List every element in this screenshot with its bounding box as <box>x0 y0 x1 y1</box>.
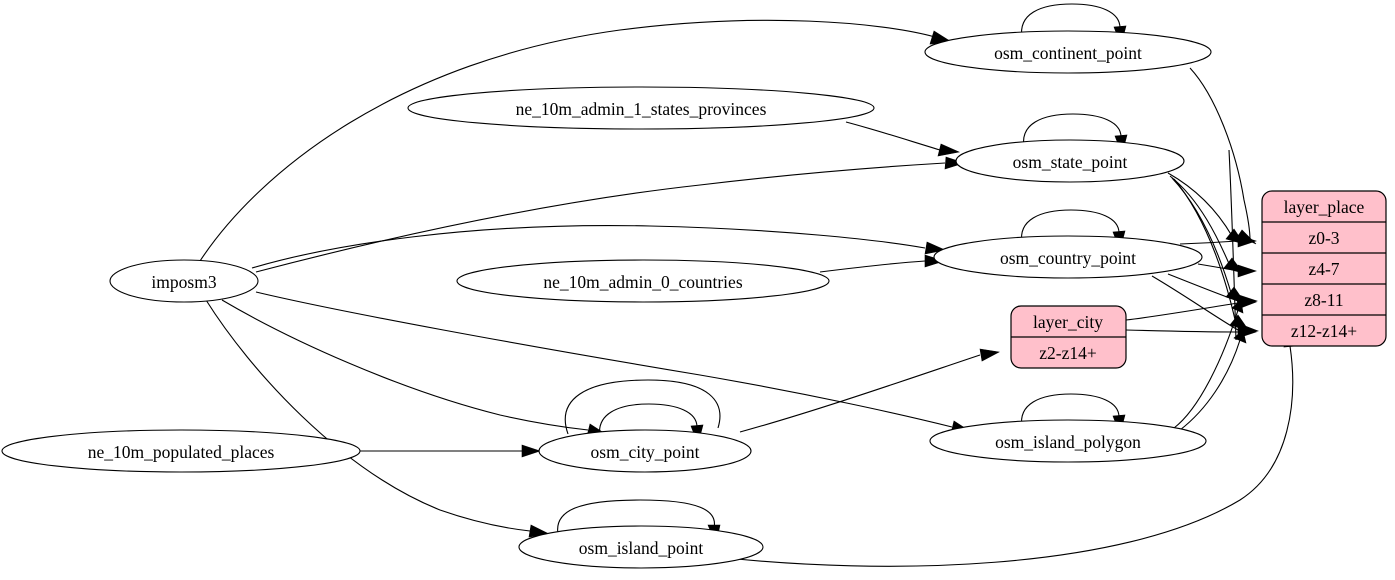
edge-osm_island_point-to-layer_place-z12-z14+ <box>717 345 1294 567</box>
node-osm_island_point[interactable]: osm_island_point <box>518 525 764 569</box>
arrowhead <box>979 348 1000 362</box>
node-label: osm_island_polygon <box>995 432 1141 452</box>
node-ellipse[interactable] <box>456 259 830 303</box>
node-osm_country_point[interactable]: osm_country_point <box>933 235 1203 279</box>
edge-imposm3-to-osm_city_point <box>221 299 589 431</box>
edge-self-osm_state_point <box>1023 113 1122 148</box>
edge-ne_states-to-osm_state_point <box>845 121 941 151</box>
edge-self-osm_continent_point <box>1021 3 1121 39</box>
edge-imposm3-to-osm_continent_point <box>199 19 936 262</box>
edge-layer_city-to-layer_place-z8-11 <box>1125 302 1239 321</box>
node-label: osm_state_point <box>1013 152 1128 172</box>
edge-osm_state_point-to-layer_place-z8-11 <box>1171 177 1233 297</box>
edge-osm_state_point-to-layer_place-z0-3 <box>1167 172 1233 237</box>
arrowhead <box>1237 234 1257 248</box>
record-row-z2-z14plus[interactable]: z2-z14+ <box>1039 343 1097 363</box>
nodes-layer: imposm3 ne_10m_admin_1_states_provinces … <box>1 30 1387 569</box>
edge-osm_country_point-to-layer_place-z4-7 <box>1197 263 1239 272</box>
node-label: ne_10m_admin_0_countries <box>543 272 742 292</box>
arrowhead <box>1231 299 1244 314</box>
record-box[interactable] <box>1261 190 1387 347</box>
node-ellipse[interactable] <box>924 30 1212 74</box>
node-ellipse[interactable] <box>109 259 259 303</box>
node-label: osm_island_point <box>579 538 704 558</box>
record-row-z12-z14plus[interactable]: z12-z14+ <box>1291 321 1357 341</box>
record-title-layer_city: layer_city <box>1033 312 1103 332</box>
edge-layer_city-to-layer_place-z12-z14+ <box>1125 329 1239 333</box>
node-osm_island_polygon[interactable]: osm_island_polygon <box>929 419 1207 463</box>
edge-osm_city_point-to-layer_city-z2-z14+ <box>739 354 981 433</box>
record-title-layer_place: layer_place <box>1284 197 1365 217</box>
edge-self-osm_city_point-outer <box>564 379 721 435</box>
edge-ne_countries-to-osm_country_point <box>819 260 926 273</box>
node-osm_city_point[interactable]: osm_city_point <box>538 429 752 473</box>
edge-self-osm_city_point <box>599 403 698 438</box>
node-ellipse[interactable] <box>933 235 1203 279</box>
record-row-z8-11[interactable]: z8-11 <box>1304 290 1343 310</box>
edge-self-osm_island_polygon <box>1021 393 1120 428</box>
node-ellipse[interactable] <box>955 139 1185 183</box>
node-ne_10m_admin_0_countries[interactable]: ne_10m_admin_0_countries <box>456 259 830 303</box>
edge-imposm3-to-osm_state_point <box>255 162 946 273</box>
node-ellipse[interactable] <box>1 429 361 473</box>
edges-layer <box>199 3 1297 567</box>
edge-osm_island_polygon-to-layer_place-z12-z14+ <box>1179 339 1241 431</box>
node-ellipse[interactable] <box>538 429 752 473</box>
arrowhead <box>1237 264 1257 278</box>
node-osm_continent_point[interactable]: osm_continent_point <box>924 30 1212 74</box>
node-ellipse[interactable] <box>518 525 764 569</box>
node-label: ne_10m_admin_1_states_provinces <box>516 99 767 119</box>
node-ne_10m_populated_places[interactable]: ne_10m_populated_places <box>1 429 361 473</box>
edge-imposm3-to-osm_island_polygon <box>255 291 953 428</box>
edge-continent-vertical-guide <box>1228 149 1237 341</box>
node-ellipse[interactable] <box>407 86 875 130</box>
node-layer_city[interactable]: layer_city z2-z14+ <box>1010 305 1127 369</box>
edge-osm_state_point-to-layer_place-z12-z14+ <box>1173 178 1237 325</box>
edge-osm_continent_point-to-layer_place-z0-3 <box>1189 67 1251 241</box>
node-label: osm_continent_point <box>994 43 1142 63</box>
node-imposm3[interactable]: imposm3 <box>109 259 259 303</box>
arrowhead <box>937 143 960 157</box>
node-label: imposm3 <box>151 272 216 292</box>
node-ne_10m_admin_1_states_provinces[interactable]: ne_10m_admin_1_states_provinces <box>407 86 875 130</box>
edge-osm_state_point-to-layer_place-z4-7 <box>1169 175 1231 267</box>
node-label: osm_country_point <box>1000 248 1136 268</box>
arrowhead <box>521 444 541 458</box>
edge-osm_country_point-to-layer_place-z12-z14+ <box>1151 275 1239 331</box>
record-row-z4-7[interactable]: z4-7 <box>1308 259 1339 279</box>
edge-self-osm_country_point <box>1021 209 1120 244</box>
node-layer_place[interactable]: layer_place z0-3 z4-7 z8-11 z12-z14+ <box>1261 190 1387 347</box>
arrowhead <box>944 156 965 170</box>
edge-osm_country_point-to-layer_place-z0-3 <box>1179 240 1239 245</box>
arrowhead <box>1233 329 1247 344</box>
edge-imposm3-to-osm_country_point <box>251 225 926 269</box>
node-ellipse[interactable] <box>929 419 1207 463</box>
record-row-z0-3[interactable]: z0-3 <box>1308 228 1339 248</box>
edge-self-osm_island_point <box>557 499 716 535</box>
edge-osm_island_polygon-to-layer_place-z8-11 <box>1173 309 1239 429</box>
node-osm_state_point[interactable]: osm_state_point <box>955 139 1185 183</box>
edge-imposm3-to-osm_island_point <box>205 299 531 532</box>
node-label: osm_city_point <box>591 442 700 462</box>
node-label: ne_10m_populated_places <box>88 442 275 462</box>
edge-osm_country_point-to-layer_place-z8-11 <box>1167 273 1239 302</box>
